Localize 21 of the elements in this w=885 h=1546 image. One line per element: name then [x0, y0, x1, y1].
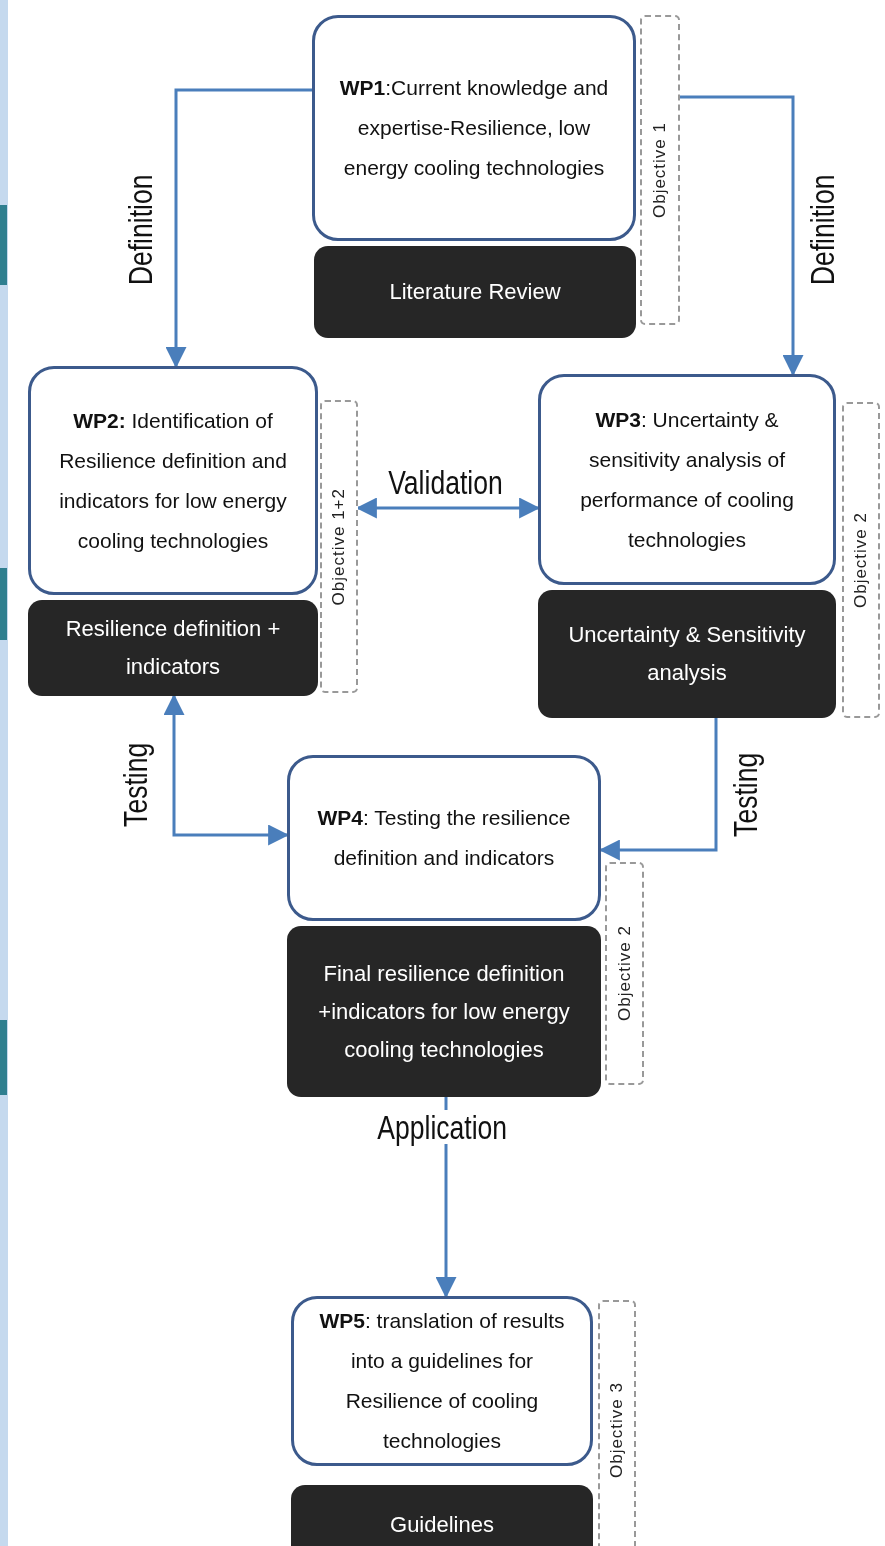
objective-box — [842, 402, 880, 718]
objective-box — [605, 862, 644, 1085]
work-package-box: WP1:Current knowledge and expertise-Resilience, low energy cooling technologies — [312, 15, 636, 241]
objective-box — [598, 1300, 636, 1546]
output-box: Final resilience definition +indicators for low energy cooling technologies — [287, 926, 601, 1097]
work-package-box: WP4: Testing the resilience definition and indicators — [287, 755, 601, 921]
output-box: Resilience definition + indicators — [28, 600, 318, 696]
output-box: Uncertainty & Sensitivity analysis — [538, 590, 836, 718]
objective-label: Objective 3 — [607, 1381, 627, 1478]
objective-label: Objective 2 — [614, 925, 635, 1022]
work-package-box: WP3: Uncertainty & sensitivity analysis of performance of cooling technologies — [538, 374, 836, 585]
objective-label: Objective 2 — [851, 511, 871, 608]
objective-label: Objective 1 — [650, 121, 670, 218]
output-box: Guidelines — [291, 1485, 593, 1546]
output-box: Literature Review — [314, 246, 636, 338]
edge-label: Application — [377, 1110, 508, 1144]
objective-label: Objective 1+2 — [329, 487, 349, 606]
work-package-box: WP2: Identification of Resilience definition and indicators for low energy cooling technologies — [28, 366, 318, 595]
objective-box — [640, 15, 680, 325]
work-package-box: WP5: translation of results into a guidelines for Resilience of cooling technologies — [291, 1296, 593, 1466]
objective-box — [320, 400, 358, 693]
